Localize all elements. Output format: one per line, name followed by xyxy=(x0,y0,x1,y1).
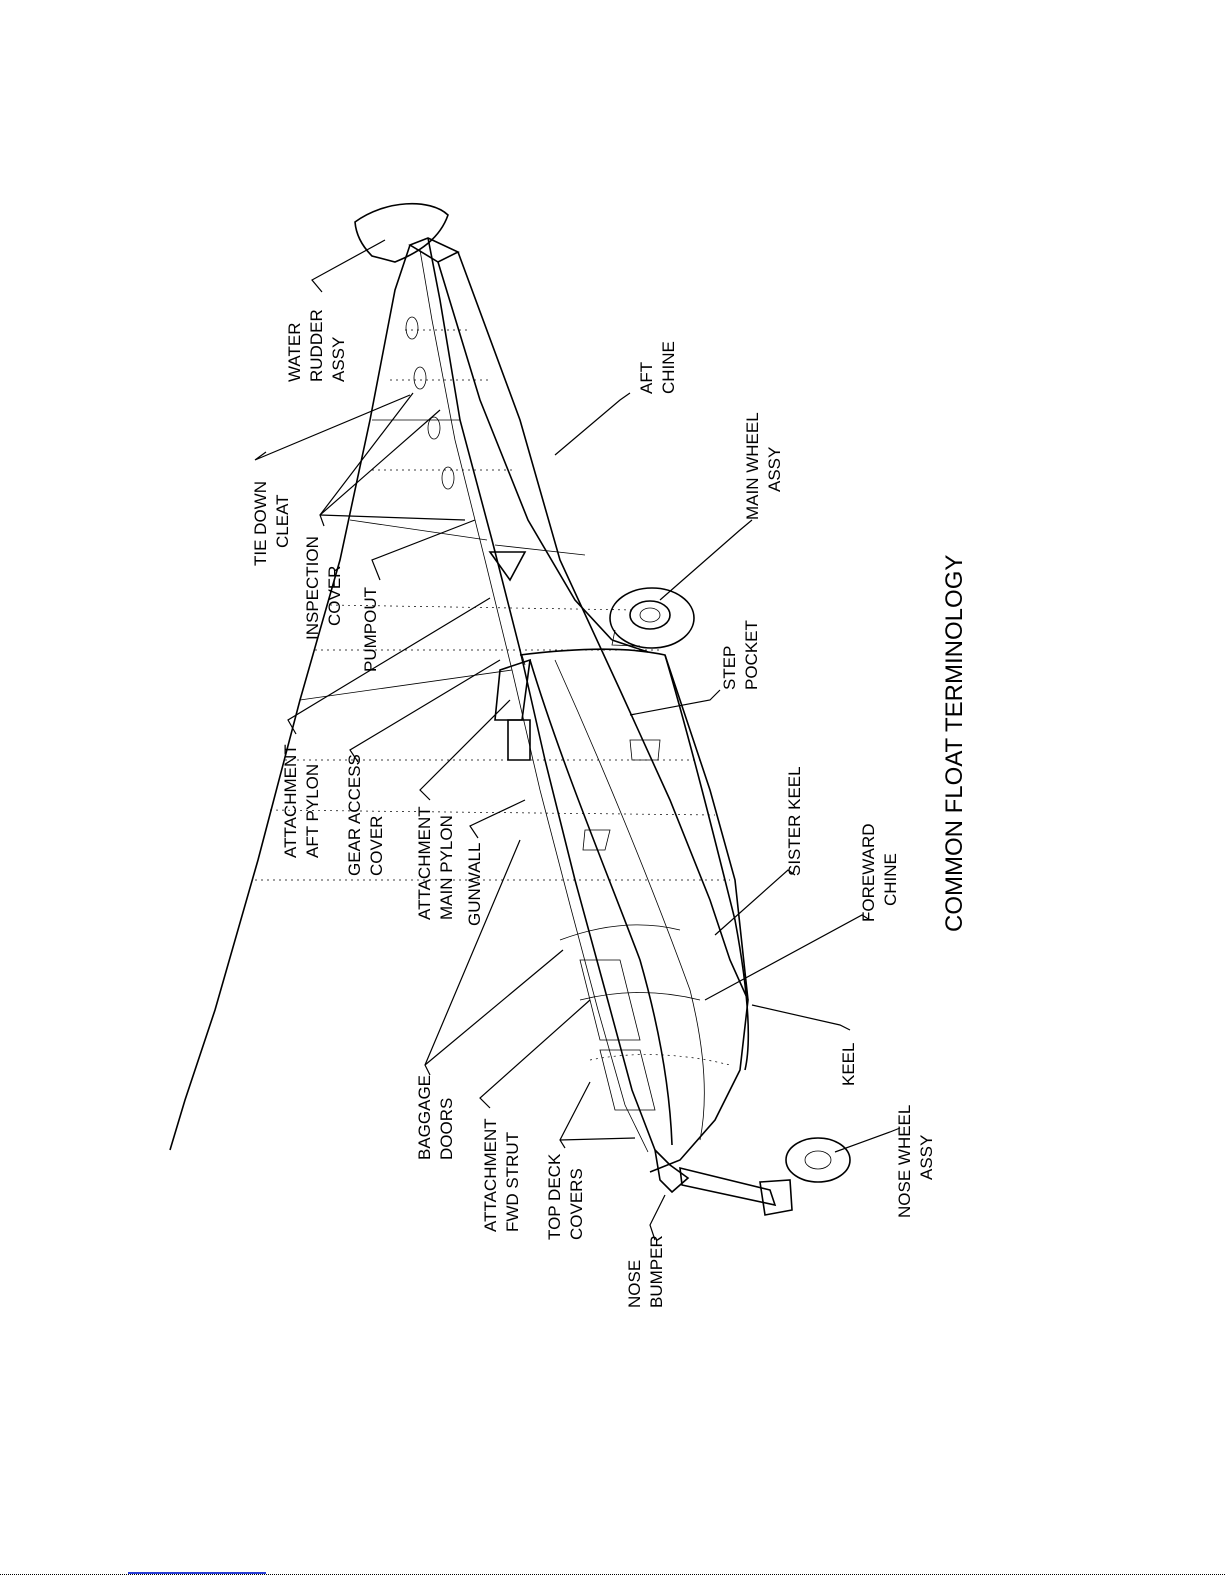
label-inspection-cover: INSPECTION COVER xyxy=(303,536,344,640)
svg-text:DOORS: DOORS xyxy=(437,1098,456,1160)
labels: WATER RUDDER ASSY AFT CHINE TIE DOWN CLE… xyxy=(251,309,968,1308)
svg-text:STEP: STEP xyxy=(720,646,739,690)
label-top-deck-covers: TOP DECK COVERS xyxy=(545,1153,586,1240)
nose-wheel xyxy=(785,1137,851,1183)
svg-text:KEEL: KEEL xyxy=(839,1043,858,1086)
label-aft-chine: AFT CHINE xyxy=(637,341,678,394)
label-attachment-aft-pylon: ATTACHMENT AFT PYLON xyxy=(281,744,322,858)
svg-text:AFT PYLON: AFT PYLON xyxy=(303,764,322,858)
svg-text:ATTACHMENT: ATTACHMENT xyxy=(415,806,434,920)
svg-text:COMMON FLOAT TERMINOLOGY: COMMON FLOAT TERMINOLOGY xyxy=(941,555,968,932)
svg-text:ASSY: ASSY xyxy=(329,337,348,382)
label-step-pocket: STEP POCKET xyxy=(720,620,761,690)
label-pumpout: PUMPOUT xyxy=(361,587,380,672)
svg-text:COVER: COVER xyxy=(367,816,386,876)
svg-text:NOSE: NOSE xyxy=(625,1260,644,1308)
label-gear-access-cover: GEAR ACCESS COVER xyxy=(345,754,386,876)
svg-text:COVER: COVER xyxy=(325,566,344,626)
svg-text:BUMPER: BUMPER xyxy=(647,1235,666,1308)
svg-text:FWD STRUT: FWD STRUT xyxy=(503,1132,522,1232)
label-keel: KEEL xyxy=(839,1043,858,1086)
svg-text:MAIN PYLON: MAIN PYLON xyxy=(437,815,456,920)
svg-text:TOP DECK: TOP DECK xyxy=(545,1153,564,1240)
svg-text:WATER: WATER xyxy=(285,323,304,383)
label-tie-down-cleat: TIE DOWN CLEAT xyxy=(251,481,292,566)
label-sister-keel: SISTER KEEL xyxy=(785,766,804,876)
label-nose-wheel-assy: NOSE WHEEL ASSY xyxy=(895,1105,936,1218)
label-attachment-fwd-strut: ATTACHMENT FWD STRUT xyxy=(481,1118,522,1232)
label-foreward-chine: FOREWARD CHINE xyxy=(859,823,900,922)
label-main-wheel-assy: MAIN WHEEL ASSY xyxy=(743,412,784,520)
svg-text:NOSE WHEEL: NOSE WHEEL xyxy=(895,1105,914,1218)
svg-text:CLEAT: CLEAT xyxy=(273,494,292,548)
svg-text:TIE DOWN: TIE DOWN xyxy=(251,481,270,566)
svg-text:GEAR ACCESS: GEAR ACCESS xyxy=(345,754,364,876)
svg-text:SISTER KEEL: SISTER KEEL xyxy=(785,766,804,876)
svg-text:ATTACHMENT: ATTACHMENT xyxy=(281,744,300,858)
svg-text:GUNWALL: GUNWALL xyxy=(465,843,484,926)
label-nose-bumper: NOSE BUMPER xyxy=(625,1235,666,1308)
water-rudder xyxy=(354,202,449,263)
svg-text:POCKET: POCKET xyxy=(742,620,761,690)
label-water-rudder-assy: WATER RUDDER ASSY xyxy=(285,309,348,382)
footer-rule xyxy=(0,1574,1225,1575)
svg-text:ASSY: ASSY xyxy=(765,447,784,492)
svg-text:INSPECTION: INSPECTION xyxy=(303,536,322,640)
svg-text:AFT: AFT xyxy=(637,362,656,394)
svg-text:CHINE: CHINE xyxy=(881,853,900,906)
svg-text:PUMPOUT: PUMPOUT xyxy=(361,587,380,672)
float-drawing xyxy=(169,202,851,1216)
svg-text:MAIN WHEEL: MAIN WHEEL xyxy=(743,412,762,520)
diagram-title: COMMON FLOAT TERMINOLOGY xyxy=(941,555,968,932)
footer-link-underline xyxy=(128,1572,266,1574)
svg-text:RUDDER: RUDDER xyxy=(307,309,326,382)
svg-text:COVERS: COVERS xyxy=(567,1168,586,1240)
label-attachment-main-pylon: ATTACHMENT MAIN PYLON xyxy=(415,806,456,920)
svg-text:ATTACHMENT: ATTACHMENT xyxy=(481,1118,500,1232)
svg-text:BAGGAGE: BAGGAGE xyxy=(415,1075,434,1160)
svg-text:ASSY: ASSY xyxy=(917,1135,936,1180)
svg-text:CHINE: CHINE xyxy=(659,341,678,394)
label-baggage-doors: BAGGAGE DOORS xyxy=(415,1075,456,1160)
svg-text:FOREWARD: FOREWARD xyxy=(859,823,878,922)
label-gunwall: GUNWALL xyxy=(465,843,484,926)
leader-lines xyxy=(254,239,901,1241)
main-wheel xyxy=(609,587,695,649)
